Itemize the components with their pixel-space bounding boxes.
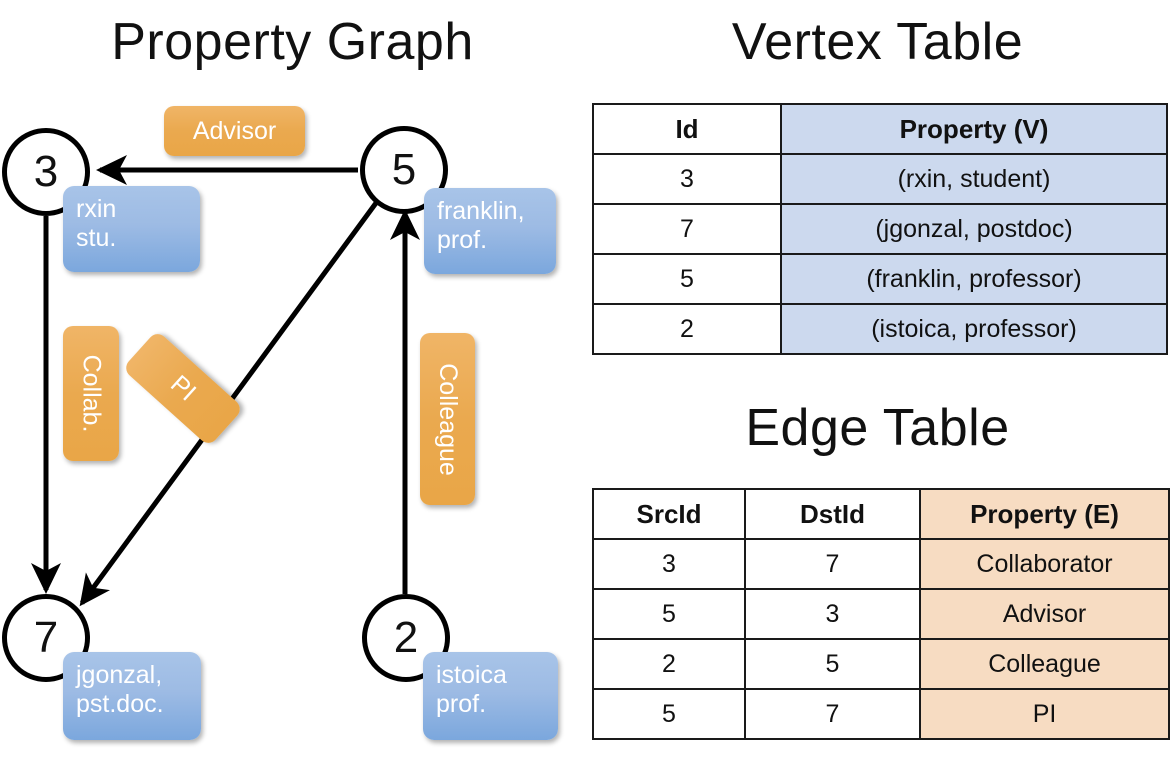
vertex-cell-id: 3 <box>592 153 782 205</box>
vertex-header-property: Property (V) <box>780 103 1168 155</box>
node-property-box-jgonzal[interactable]: jgonzal, pst.doc. <box>63 652 201 740</box>
node-property-line-1: jgonzal, <box>76 661 163 689</box>
vertex-cell-property: (jgonzal, postdoc) <box>780 203 1168 255</box>
node-property-line-1: rxin <box>76 195 117 223</box>
vertex-table: Id Property (V) 3 (rxin, student) 7 (jgo… <box>592 103 1168 355</box>
node-property-line-2: stu. <box>76 223 117 252</box>
vertex-cell-id: 5 <box>592 253 782 305</box>
edge-cell-dstid: 5 <box>744 638 921 690</box>
edge-cell-srcid: 5 <box>592 588 746 640</box>
edge-header-dstid: DstId <box>744 488 921 540</box>
node-property-box-rxin[interactable]: rxin stu. <box>63 186 200 272</box>
table-row: 7 (jgonzal, postdoc) <box>592 203 1168 255</box>
vertex-cell-id: 7 <box>592 203 782 255</box>
edge-table: SrcId DstId Property (E) 3 7 Collaborato… <box>592 488 1170 740</box>
page-title-vertex-table: Vertex Table <box>731 13 1024 71</box>
edge-cell-dstid: 7 <box>744 688 921 740</box>
edge-cell-srcid: 3 <box>592 538 746 590</box>
table-row: 5 7 PI <box>592 688 1170 740</box>
edge-cell-srcid: 2 <box>592 638 746 690</box>
table-row: 2 (istoica, professor) <box>592 303 1168 355</box>
edge-label-colleague[interactable]: Colleague <box>420 333 475 505</box>
node-property-line-1: franklin, <box>437 197 525 225</box>
node-property-line-2: prof. <box>436 689 487 718</box>
vertex-cell-id: 2 <box>592 303 782 355</box>
edge-label-colleague-text: Colleague <box>434 362 462 476</box>
vertex-cell-property: (rxin, student) <box>780 153 1168 205</box>
vertex-cell-property: (istoica, professor) <box>780 303 1168 355</box>
vertex-table-header-row: Id Property (V) <box>592 103 1168 155</box>
edge-table-header-row: SrcId DstId Property (E) <box>592 488 1170 540</box>
node-property-line-2: prof. <box>437 225 488 254</box>
vertex-header-id: Id <box>592 103 782 155</box>
edge-label-pi-text: PI <box>165 369 202 407</box>
property-graph-diagram: 3 5 7 2 rxin stu. franklin, prof. jgonza… <box>2 106 558 740</box>
node-property-line-2: pst.doc. <box>76 689 164 718</box>
page-title-property-graph: Property Graph <box>111 13 474 71</box>
edge-cell-property: Collaborator <box>919 538 1170 590</box>
table-row: 3 (rxin, student) <box>592 153 1168 205</box>
edge-header-property: Property (E) <box>919 488 1170 540</box>
graph-node-2[interactable]: 2 <box>362 594 450 682</box>
edge-label-advisor-text: Advisor <box>192 116 277 145</box>
node-property-line-1: istoica <box>436 661 507 689</box>
vertex-cell-property: (franklin, professor) <box>780 253 1168 305</box>
table-row: 2 5 Colleague <box>592 638 1170 690</box>
node-property-box-franklin[interactable]: franklin, prof. <box>424 188 556 274</box>
table-row: 5 3 Advisor <box>592 588 1170 640</box>
page-title-edge-table: Edge Table <box>745 399 1010 457</box>
edge-label-advisor[interactable]: Advisor <box>164 106 305 156</box>
edge-cell-dstid: 7 <box>744 538 921 590</box>
table-row: 5 (franklin, professor) <box>592 253 1168 305</box>
edge-label-collab-text: Collab. <box>77 354 106 433</box>
edge-cell-dstid: 3 <box>744 588 921 640</box>
edge-header-srcid: SrcId <box>592 488 746 540</box>
edge-cell-srcid: 5 <box>592 688 746 740</box>
edge-cell-property: Advisor <box>919 588 1170 640</box>
edge-cell-property: PI <box>919 688 1170 740</box>
node-property-box-istoica[interactable]: istoica prof. <box>423 652 558 740</box>
edge-label-collab[interactable]: Collab. <box>63 326 119 461</box>
edge-cell-property: Colleague <box>919 638 1170 690</box>
table-row: 3 7 Collaborator <box>592 538 1170 590</box>
